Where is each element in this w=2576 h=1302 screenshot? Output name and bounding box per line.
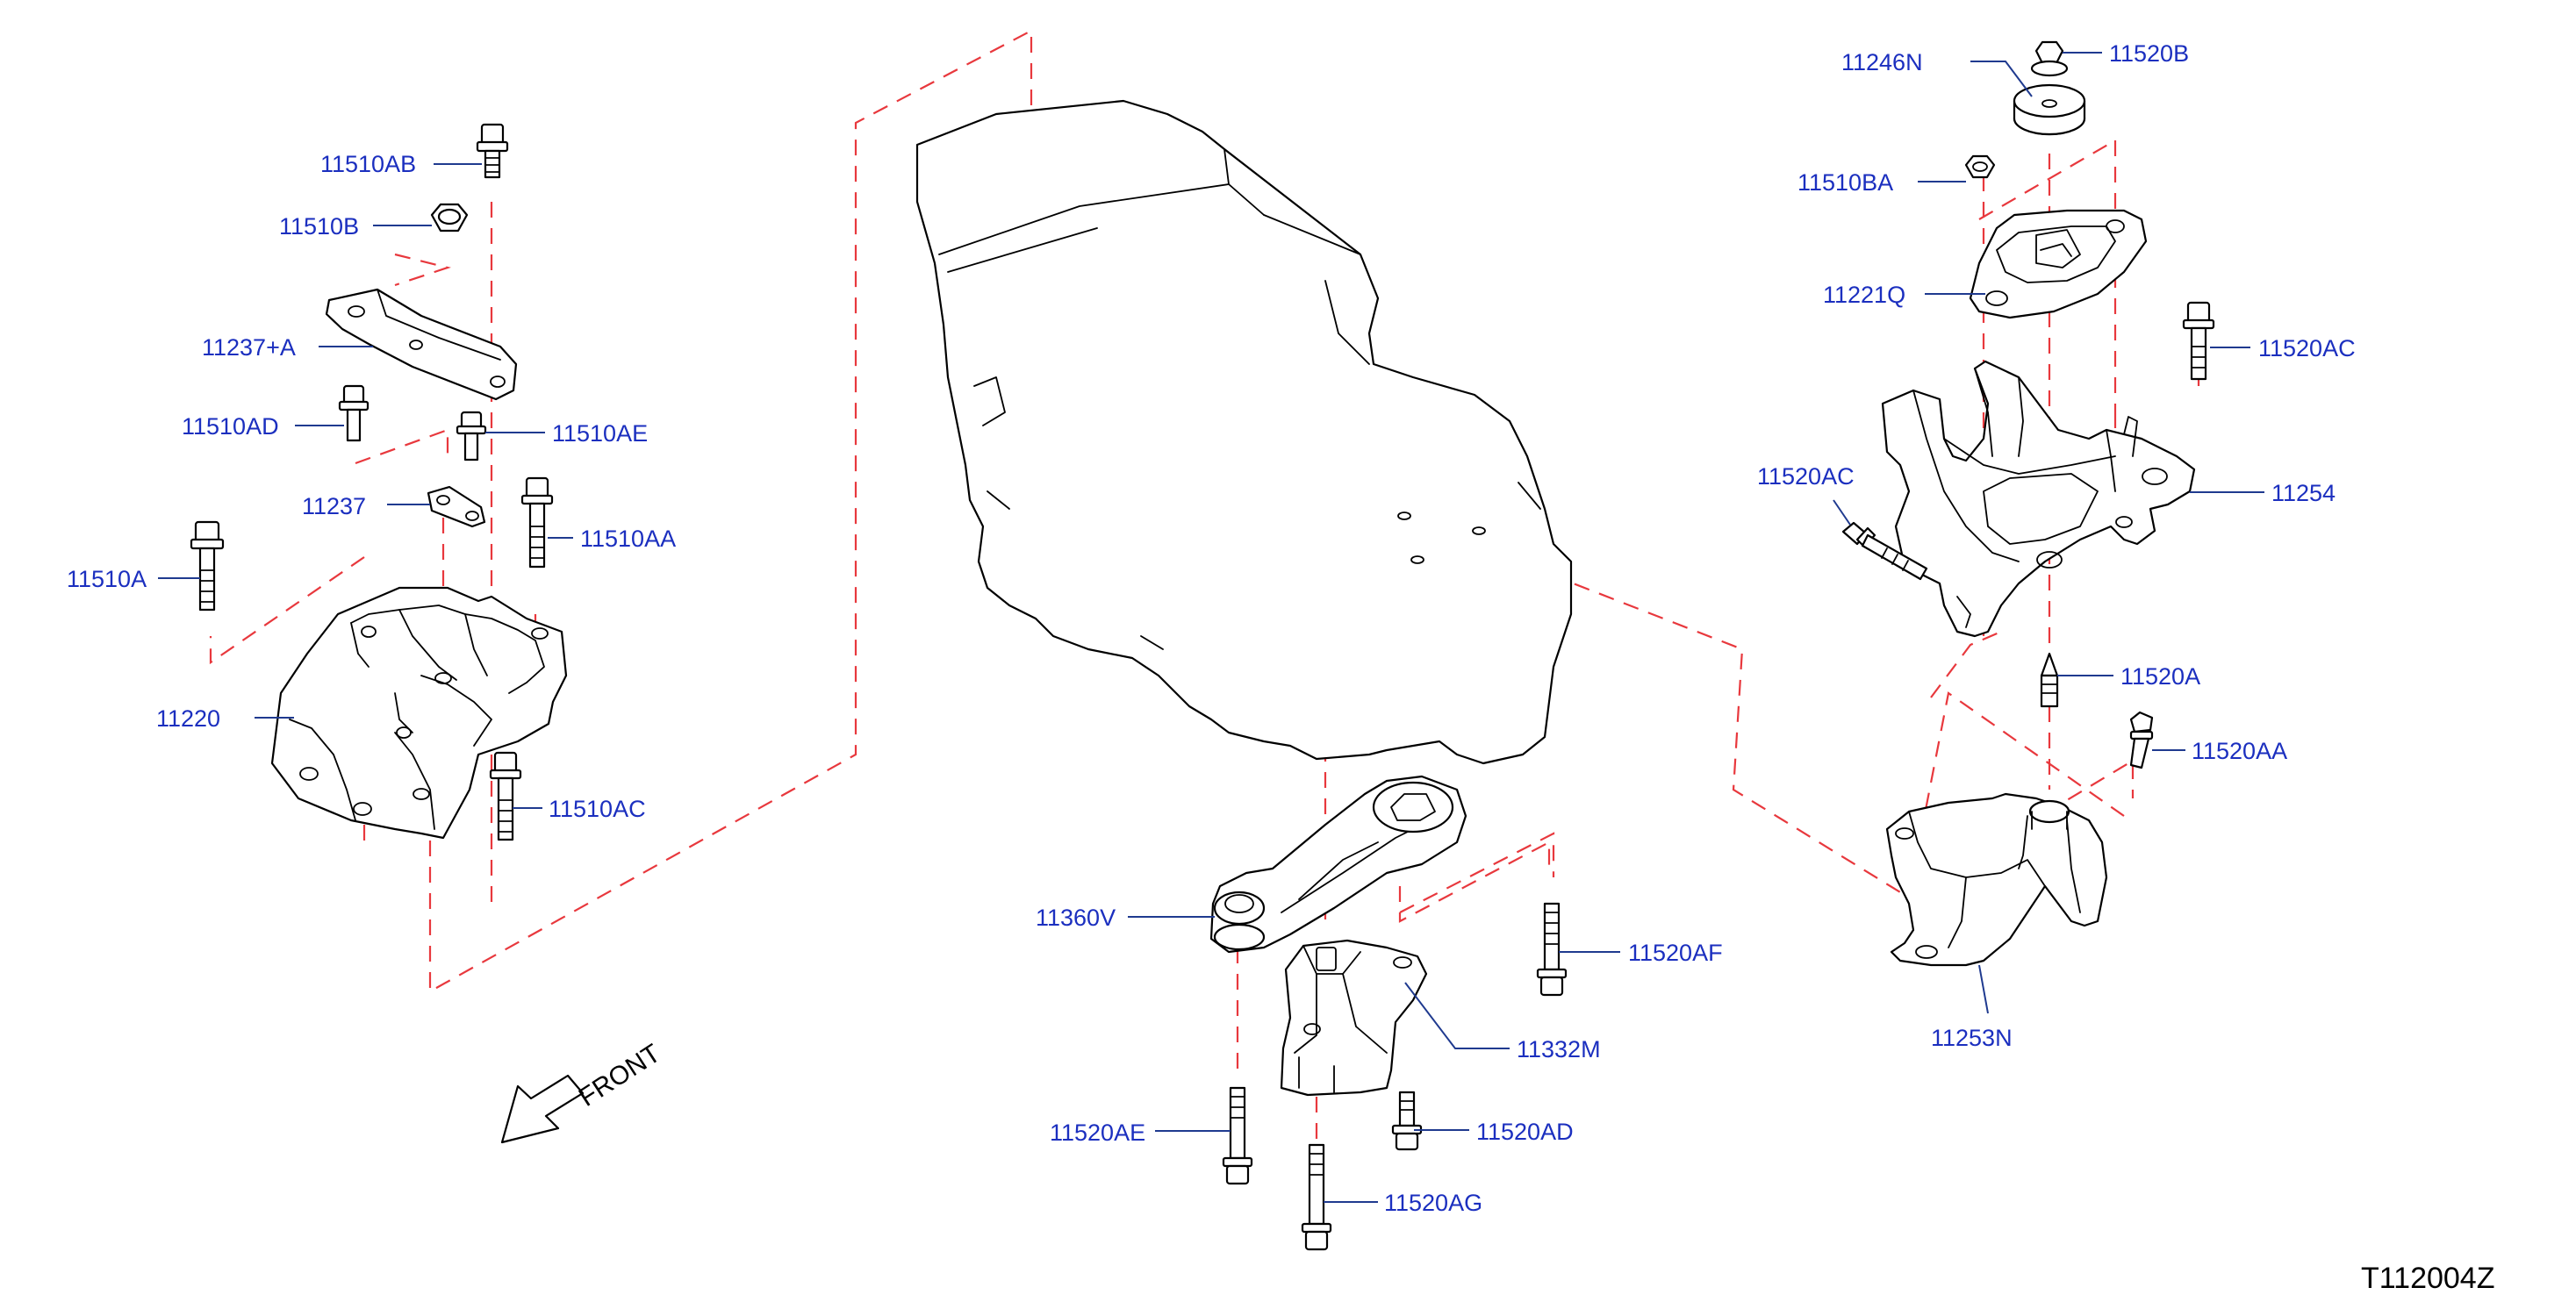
label-11510AD[interactable]: 11510AD bbox=[182, 413, 279, 440]
bolt-11510AE-icon[interactable] bbox=[456, 411, 487, 461]
mount-11220-icon[interactable] bbox=[270, 586, 568, 840]
nut-11520B-icon[interactable] bbox=[2030, 40, 2069, 77]
bolt-11520AC-upper-icon[interactable] bbox=[2182, 301, 2215, 381]
bolt-11520AE-icon[interactable] bbox=[1222, 1086, 1253, 1185]
front-direction-arrow-icon bbox=[500, 1074, 585, 1144]
label-11221Q[interactable]: 11221Q bbox=[1823, 282, 1905, 308]
diagram-code: T112004Z bbox=[2361, 1262, 2494, 1295]
label-11520AG[interactable]: 11520AG bbox=[1384, 1190, 1482, 1216]
label-11520AC-lower[interactable]: 11520AC bbox=[1757, 463, 1855, 490]
label-11520AD[interactable]: 11520AD bbox=[1476, 1119, 1574, 1145]
label-11254[interactable]: 11254 bbox=[2271, 480, 2336, 506]
torque-rod-11360V-icon[interactable] bbox=[1209, 775, 1467, 954]
label-11246N[interactable]: 11246N bbox=[1841, 49, 1923, 75]
bolt-11520AF-icon[interactable] bbox=[1536, 902, 1568, 997]
bracket-11254-icon[interactable] bbox=[1881, 360, 2196, 638]
label-11510AB[interactable]: 11510AB bbox=[320, 151, 416, 177]
nut-11510BA-icon[interactable] bbox=[1964, 154, 1996, 179]
nut-11510B-icon[interactable] bbox=[430, 203, 469, 232]
bolt-11520AD-icon[interactable] bbox=[1391, 1091, 1423, 1151]
bolt-11520AA-icon[interactable] bbox=[2129, 711, 2154, 769]
bracket-11332M-icon[interactable] bbox=[1280, 939, 1428, 1097]
bracket-11237A-icon[interactable] bbox=[325, 288, 518, 401]
bolt-11520AC-lower-icon[interactable] bbox=[1841, 521, 1928, 581]
label-11520AF[interactable]: 11520AF bbox=[1628, 940, 1723, 966]
insulator-11246N-icon[interactable] bbox=[2013, 83, 2086, 136]
label-11510AE[interactable]: 11510AE bbox=[552, 420, 648, 447]
label-11510BA[interactable]: 11510BA bbox=[1797, 169, 1893, 196]
label-11520AA[interactable]: 11520AA bbox=[2192, 738, 2287, 764]
label-11520B[interactable]: 11520B bbox=[2109, 40, 2189, 67]
label-11520A[interactable]: 11520A bbox=[2120, 663, 2200, 690]
label-11253N[interactable]: 11253N bbox=[1931, 1025, 2013, 1051]
bolt-11510A-icon[interactable] bbox=[190, 520, 225, 612]
stud-11520A-icon[interactable] bbox=[2040, 652, 2059, 708]
bolt-11520AG-icon[interactable] bbox=[1301, 1143, 1332, 1251]
bolt-11510AD-icon[interactable] bbox=[338, 384, 370, 442]
label-11510B[interactable]: 11510B bbox=[279, 213, 359, 240]
label-11220[interactable]: 11220 bbox=[156, 705, 220, 732]
bolt-11510AB-icon[interactable] bbox=[476, 123, 509, 179]
front-label: FRONT bbox=[574, 1039, 666, 1112]
bolt-11510AA-icon[interactable] bbox=[520, 476, 554, 569]
label-11520AC-upper[interactable]: 11520AC bbox=[2258, 335, 2356, 361]
label-11237A[interactable]: 11237+A bbox=[202, 334, 296, 361]
label-11237[interactable]: 11237 bbox=[302, 493, 366, 519]
bolt-11510AC-icon[interactable] bbox=[489, 751, 522, 841]
label-11360V[interactable]: 11360V bbox=[1036, 905, 1116, 931]
label-11332M[interactable]: 11332M bbox=[1517, 1036, 1601, 1062]
mount-11221Q-icon[interactable] bbox=[1969, 209, 2148, 319]
label-11510A[interactable]: 11510A bbox=[67, 566, 147, 592]
bracket-11253N-icon[interactable] bbox=[1885, 792, 2108, 967]
leader-lines bbox=[158, 52, 2264, 1203]
label-11510AC[interactable]: 11510AC bbox=[549, 796, 646, 822]
label-11510AA[interactable]: 11510AA bbox=[580, 526, 676, 552]
engine-block-outline bbox=[915, 99, 1573, 765]
plate-11237-icon[interactable] bbox=[427, 485, 486, 528]
label-11520AE[interactable]: 11520AE bbox=[1050, 1120, 1145, 1146]
